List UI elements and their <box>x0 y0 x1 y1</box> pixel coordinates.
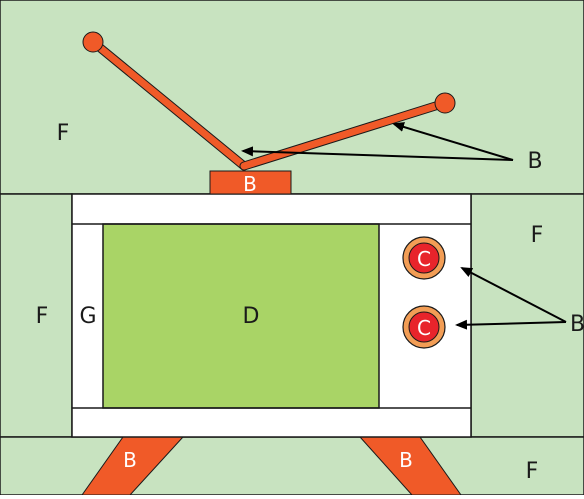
label-d: D <box>243 304 260 329</box>
label-f-left: F <box>36 304 49 329</box>
knob-icon <box>402 236 446 280</box>
antenna-rod-icon <box>240 99 449 170</box>
label-b-base: B <box>243 172 257 196</box>
knob-icon <box>402 305 446 349</box>
antenna-rod-icon <box>89 38 248 170</box>
antenna-tip-right <box>434 92 456 114</box>
label-c-top: C <box>417 247 431 271</box>
tv-screen <box>102 223 380 409</box>
arrow-icon <box>392 122 514 161</box>
arrow-icon <box>455 319 567 330</box>
label-f-bottom-right: F <box>526 459 539 484</box>
label-b-leg-right: B <box>399 448 413 472</box>
label-g: G <box>79 304 96 329</box>
antenna-tip-left <box>82 31 104 53</box>
panel-middle-left <box>0 193 73 438</box>
arrow-icon <box>241 146 514 161</box>
label-b-leg-left: B <box>123 448 137 472</box>
label-b-knob-callout: B <box>570 312 584 337</box>
antenna-base <box>209 170 292 195</box>
panel-middle-right <box>470 193 584 438</box>
arrow-icon <box>460 267 567 323</box>
label-c-bottom: C <box>417 316 431 340</box>
label-f-top-left: F <box>57 121 70 146</box>
label-b-antenna-callout: B <box>527 149 542 174</box>
panel-top <box>0 0 584 195</box>
label-f-right: F <box>531 223 544 248</box>
